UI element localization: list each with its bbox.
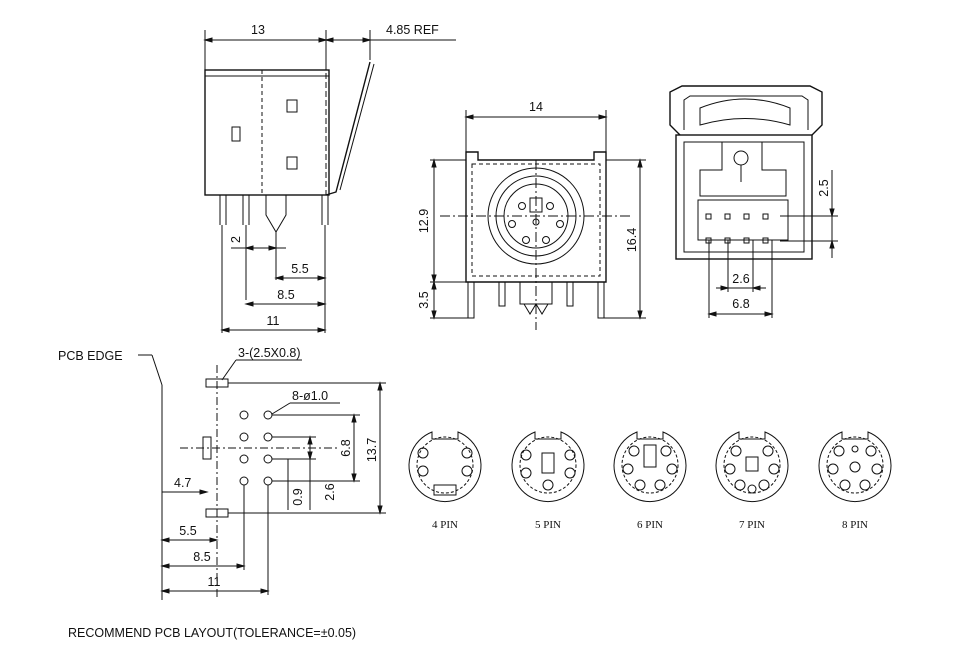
dim-ref-4-85: 4.85 REF <box>386 23 439 37</box>
dim-width-13: 13 <box>251 23 265 37</box>
pcb-dim-0-9: 0.9 <box>291 488 305 505</box>
pin-label: 5 PIN <box>535 519 561 531</box>
pcb-dim-13-7: 13.7 <box>365 438 379 462</box>
dim-5-5: 5.5 <box>291 262 308 276</box>
pin-label: 4 PIN <box>432 519 458 531</box>
hole-note: 8-ø1.0 <box>292 389 328 403</box>
pin-label: 6 PIN <box>637 519 663 531</box>
pin-label: 8 PIN <box>842 519 868 531</box>
dim-pitch-2-6: 2.6 <box>732 272 749 286</box>
pin-variant-6: 6 PIN <box>613 431 687 531</box>
dim-bottom-3-5: 3.5 <box>417 291 431 308</box>
pcb-dim-5-5: 5.5 <box>179 524 196 538</box>
back-view: 2.5 2.6 6.8 <box>669 85 838 318</box>
dim-height-12-9: 12.9 <box>417 209 431 233</box>
pin-label: 7 PIN <box>739 519 765 531</box>
pcb-dim-4-7: 4.7 <box>174 476 191 490</box>
pcb-edge-label: PCB EDGE <box>58 349 123 363</box>
dim-8-5: 8.5 <box>277 288 294 302</box>
pcb-dim-2-6: 2.6 <box>323 483 337 500</box>
pin-variant-7: 7 PIN <box>715 431 789 531</box>
pin-variant-4: 4 PIN <box>408 431 482 531</box>
dim-2: 2 <box>229 236 243 243</box>
pin-variant-8: 8 PIN <box>818 431 892 531</box>
pin-variant-5: 5 PIN <box>511 431 585 531</box>
pcb-dim-8-5: 8.5 <box>193 550 210 564</box>
dim-11: 11 <box>267 314 280 328</box>
pcb-dim-11: 11 <box>208 575 221 589</box>
front-view: 14 12.9 3.5 <box>417 100 646 330</box>
pcb-caption: RECOMMEND PCB LAYOUT(TOLERANCE=±0.05) <box>68 626 356 640</box>
dim-total-16-4: 16.4 <box>625 228 639 252</box>
dim-width-14: 14 <box>529 100 543 114</box>
pcb-layout: PCB EDGE 3-(2.5X0.8) 8-ø1.0 13.7 6.8 <box>58 346 386 640</box>
dim-span-6-8: 6.8 <box>732 297 749 311</box>
pin-variants: 4 PIN 5 PIN 6 PIN 7 <box>408 431 892 531</box>
slot-note: 3-(2.5X0.8) <box>238 346 301 360</box>
pcb-dim-6-8: 6.8 <box>339 439 353 456</box>
side-view: 13 4.85 REF 2 <box>203 23 456 333</box>
dim-offset-2-5: 2.5 <box>817 179 831 196</box>
